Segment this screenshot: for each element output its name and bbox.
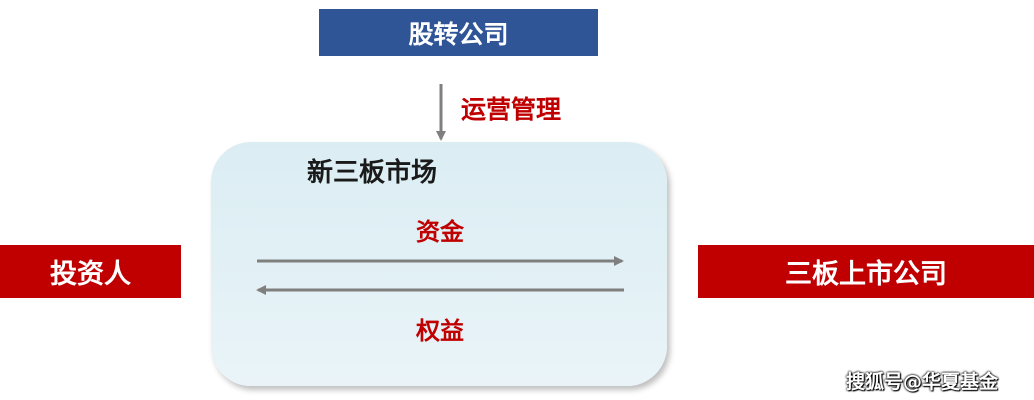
market-node bbox=[211, 142, 667, 386]
company-node: 股转公司 bbox=[319, 9, 598, 56]
investor-node: 投资人 bbox=[0, 245, 181, 298]
equity-edge-label: 权益 bbox=[416, 317, 464, 345]
listed-company-node: 三板上市公司 bbox=[698, 245, 1034, 298]
market-node-label: 新三板市场 bbox=[306, 158, 437, 188]
ops-edge-label: 运营管理 bbox=[461, 95, 562, 124]
investor-node-label: 投资人 bbox=[50, 259, 131, 290]
funds-edge-label: 资金 bbox=[416, 218, 464, 246]
company-node-label: 股转公司 bbox=[408, 19, 509, 49]
watermark-text: 搜狐号@华夏基金 bbox=[846, 371, 999, 393]
listed-company-node-label: 三板上市公司 bbox=[785, 259, 947, 290]
